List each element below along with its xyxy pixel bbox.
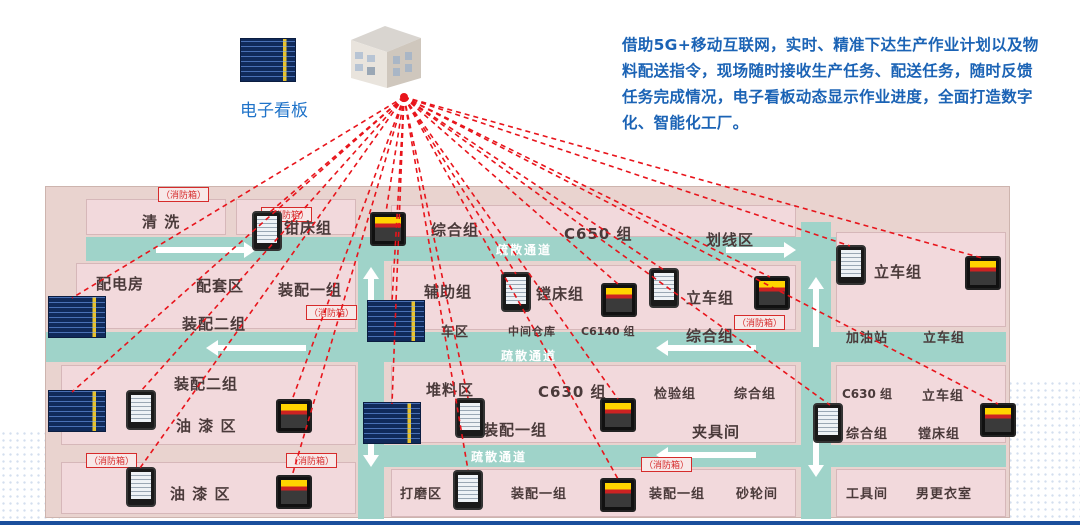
description-text: 借助5G+移动互联网，实时、精准下达生产作业计划以及物料配送指令，现场随时接收生… [622,36,1039,132]
monitor-terminal [601,283,637,317]
zone-label: 砂轮间 [736,487,779,502]
route-label-2: 疏散通道 [501,349,558,363]
dashboard-screen [363,402,421,444]
tablet-terminal [453,470,483,510]
zone-label: C630 组 [842,387,893,401]
tablet-terminal [649,268,679,308]
zone-label: 装配一组 [278,281,343,299]
zone-cleaning [86,199,226,235]
zone-label: 车区 [441,325,470,340]
fire-box-label: （消防箱） [286,453,338,468]
zone-label: 立车组 [922,389,965,404]
zone-label: 配套区 [196,277,245,295]
zone-label: 油 漆 区 [176,417,237,435]
arrow-left [656,340,756,356]
zone-label: 检验组 [654,387,697,402]
monitor-terminal [370,212,406,246]
factory-floor-plan: 疏散通道 疏散通道 疏散通道 （消防箱） （消防箱） （消防箱） （消防箱） （… [45,186,1010,519]
zone-label: 中间仓库 [508,325,556,338]
fire-box-label: （消防箱） [734,315,786,330]
fire-box-label: （消防箱） [158,187,210,202]
zone-label: C650 组 [564,225,633,243]
zone-label: 男更衣室 [916,487,973,502]
zone-label: 油 漆 区 [170,485,231,503]
arrow-left [206,340,306,356]
arrow-right [726,242,796,258]
monitor-terminal [600,478,636,512]
zone-label: 清 洗 [142,213,181,231]
zone-label: C630 组 [538,383,607,401]
dashboard-screen [48,296,106,338]
tablet-terminal [836,245,866,285]
dashboard-label: 电子看板 [240,101,308,121]
zone-label: 综合组 [846,427,889,442]
fire-box-label: （消防箱） [306,305,358,320]
zone-label: 打磨区 [400,487,443,502]
zone-label: 镗床组 [918,427,961,442]
zone-label: 装配一组 [649,487,706,502]
monitor-terminal [980,403,1016,437]
zone-label: 立车组 [874,263,923,281]
zone-label: 划线区 [706,231,755,249]
monitor-terminal [965,256,1001,290]
zone-label: 夹具间 [692,423,741,441]
zone-label: 装配一组 [483,421,548,439]
tablet-terminal [126,390,156,430]
fire-box-label: （消防箱） [86,453,138,468]
monitor-terminal [754,276,790,310]
zone-label: 配电房 [96,275,145,293]
zone-center-mid [391,265,796,330]
zone-label: 加油站 [846,331,889,346]
zone-label: 综合组 [686,327,735,345]
zone-right-lower [836,365,1006,443]
monitor-terminal [276,475,312,509]
zone-right-bottom [836,469,1006,517]
tablet-terminal [813,403,843,443]
dashboard-screen [48,390,106,432]
zone-label: 堆料区 [426,381,475,399]
fire-box-label: （消防箱） [641,457,693,472]
arrow-up [363,267,379,317]
route-label-3: 疏散通道 [471,450,528,464]
zone-label: C6140 组 [581,325,635,338]
zone-row1-center [391,205,796,237]
tablet-terminal [455,398,485,438]
zone-label: 钳床组 [284,219,333,237]
arrow-up [808,277,824,347]
zone-label: 综合组 [431,221,480,239]
zone-label: 辅助组 [424,283,473,301]
bottom-accent-bar [0,521,1080,525]
zone-label: 工具间 [846,487,889,502]
zone-label: 综合组 [734,387,777,402]
factory-building-icon [351,26,421,88]
zone-label: 立车组 [686,289,735,307]
zone-label: 装配二组 [174,375,239,393]
tablet-terminal [126,467,156,507]
tablet-terminal [501,272,531,312]
hq-dashboard-image [240,38,296,82]
zone-label: 立车组 [923,331,966,346]
zone-label: 装配一组 [511,487,568,502]
